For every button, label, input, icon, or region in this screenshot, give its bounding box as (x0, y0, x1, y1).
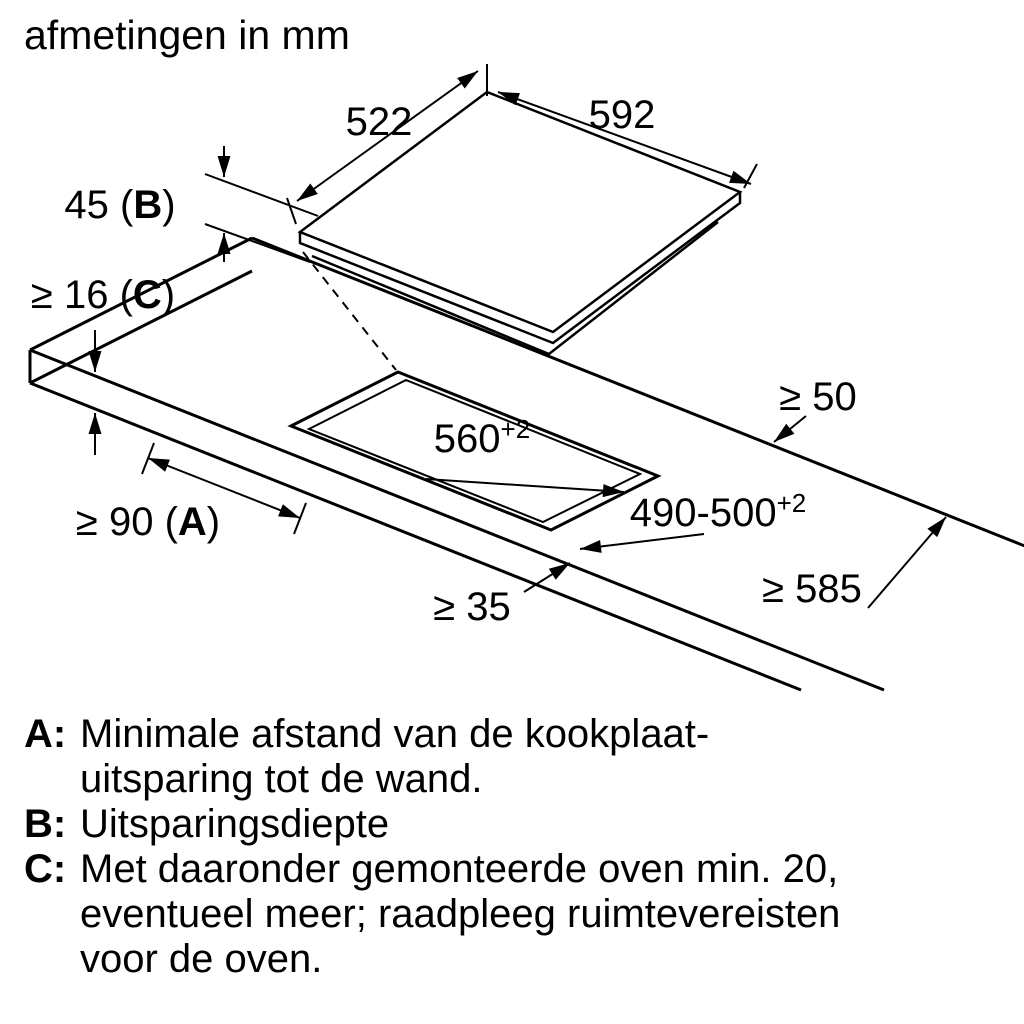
worktop (28, 236, 1024, 692)
legend-item-a: A: Minimale afstand van de kookplaat- ui… (24, 712, 1009, 802)
dimension-90-A (141, 442, 307, 535)
dim-490-sup: +2 (777, 488, 807, 518)
legend-text-c: Met daaronder gemonteerde oven min. 20, … (80, 847, 1009, 982)
legend-text-b: Uitsparingsdiepte (80, 802, 1009, 847)
dimension-50-arrow (773, 415, 807, 443)
dim-585-label: ≥ 585 (762, 567, 862, 611)
worktop-front-bottom-edge (29, 381, 802, 692)
legend-text-a: Minimale afstand van de kookplaat- uitsp… (80, 712, 1009, 802)
dimension-592 (497, 91, 758, 189)
page-title: afmetingen in mm (24, 12, 350, 58)
legend-c-line-1: Met daaronder gemonteerde oven min. 20, (80, 847, 839, 891)
dim-arrow (296, 70, 479, 202)
legend-b-line-1: Uitsparingsdiepte (80, 802, 390, 846)
dimension-585-arrow (867, 516, 947, 609)
dim-45-letter: B (133, 183, 162, 227)
dimension-35-arrow (523, 562, 571, 593)
dim-90-letter: A (178, 500, 207, 544)
worktop-front-top-edge (29, 348, 885, 692)
worktop-left-bottom-edge (29, 269, 253, 385)
dim-560-sup: +2 (501, 414, 531, 444)
dimension-490-500-arrow (579, 533, 705, 553)
legend-item-c: C: Met daaronder gemonteerde oven min. 2… (24, 847, 1009, 982)
dimension-522 (286, 70, 479, 225)
dim-16-post: ) (162, 273, 175, 317)
legend-letter-c: C: (24, 847, 67, 891)
dim-522-label: 522 (346, 100, 413, 144)
dim-50-label: ≥ 50 (779, 375, 857, 419)
cutout-inner-edge (306, 378, 643, 524)
ext-tick-right (293, 502, 307, 535)
dim-45-post: ) (162, 183, 175, 227)
dim-45-pre: 45 ( (64, 183, 134, 227)
dim-592-label: 592 (589, 93, 656, 137)
legend: A: Minimale afstand van de kookplaat- ui… (24, 712, 1009, 982)
dim-560-main: 560 (434, 417, 501, 461)
worktop-rear-edge (251, 236, 1024, 548)
dim-45-label: 45 (B) (64, 183, 175, 227)
dim-560-label: 560+2 (434, 414, 530, 461)
cooktop-body-skirt (311, 221, 719, 356)
projection-dashed-line (302, 251, 397, 371)
worktop-cutout (287, 370, 662, 532)
dim-35-label: ≥ 35 (433, 585, 511, 629)
dim-arrow (497, 91, 752, 185)
dim-490-label: 490-500+2 (630, 488, 806, 535)
dim-16-pre: ≥ 16 ( (31, 273, 134, 317)
dim-90-pre: ≥ 90 ( (76, 500, 179, 544)
ext-line (286, 197, 297, 225)
legend-a-line-1: Minimale afstand van de kookplaat- (80, 712, 710, 756)
cooktop-glass-edge (298, 192, 742, 345)
ext-line-top (204, 173, 319, 217)
ext-line-bottom (204, 223, 311, 263)
legend-letter-a: A: (24, 712, 67, 756)
dim-490-main: 490-500 (630, 491, 777, 535)
worktop-left-top-edge (29, 236, 253, 352)
legend-letter-b: B: (24, 802, 67, 846)
dimension-45-B (204, 146, 319, 263)
legend-item-b: B: Uitsparingsdiepte (24, 802, 1009, 847)
dim-arrow (147, 457, 301, 519)
dim-16-label: ≥ 16 (C) (31, 273, 175, 317)
dim-16-letter: C (133, 273, 162, 317)
ext-tick-left (141, 442, 155, 475)
dim-90-post: ) (207, 500, 220, 544)
dimension-560-arrow (425, 478, 625, 498)
cutout-outer-edge (287, 370, 662, 532)
legend-c-line-2: eventueel meer; raadpleeg ruimtevereiste… (80, 892, 841, 936)
installation-diagram: 522 592 45 (B) ≥ 16 (C) ≥ 50 560+2 490- (28, 64, 1024, 692)
dim-90-label: ≥ 90 (A) (76, 500, 220, 544)
legend-a-line-2: uitsparing tot de wand. (80, 757, 483, 801)
legend-c-line-3: voor de oven. (80, 937, 323, 981)
